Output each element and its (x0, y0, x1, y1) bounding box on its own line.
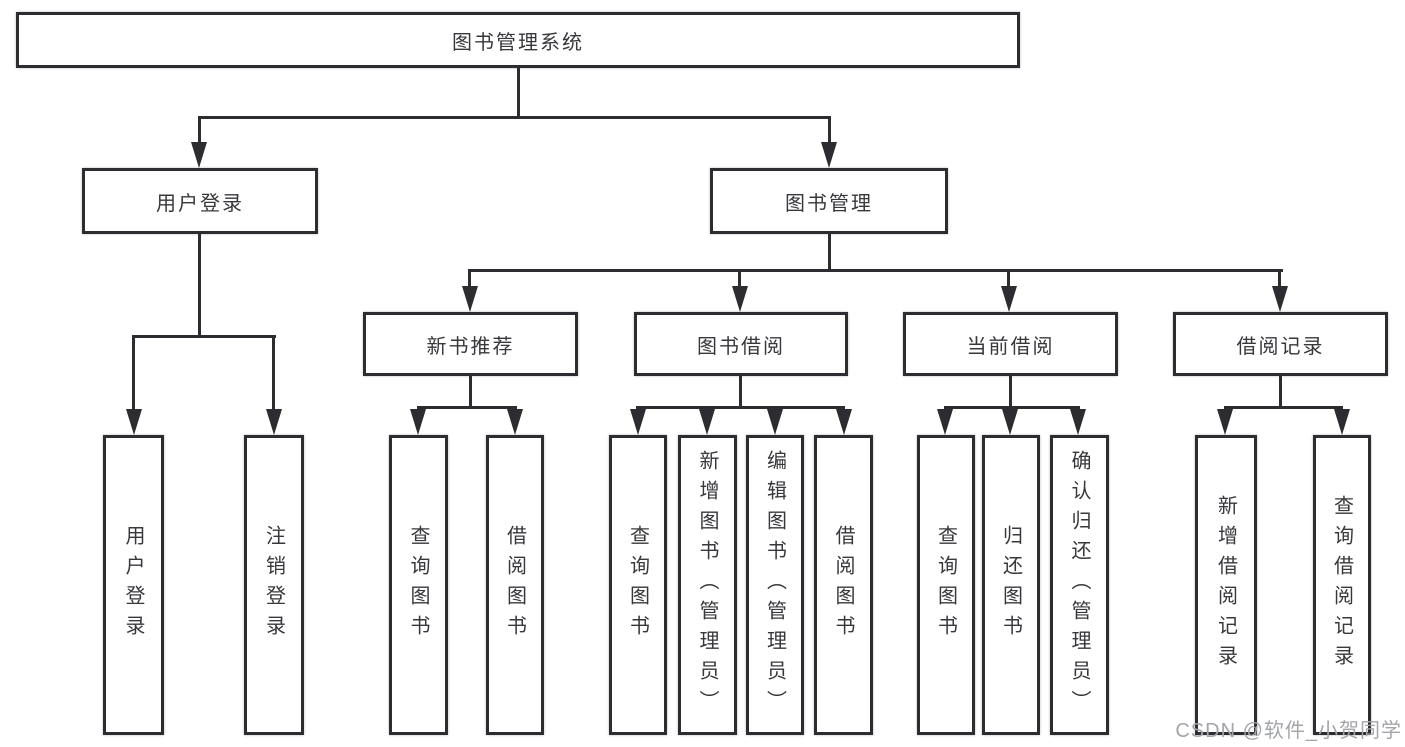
node-borrow-record-label: 借阅记录 (1236, 335, 1325, 358)
node-leaf-query-book-1-label: 查询图书 (407, 525, 429, 645)
connector-bookborrow-horizontal (636, 406, 845, 409)
arrowhead-down-icon (1272, 286, 1288, 312)
arrowhead-down-icon (630, 409, 646, 435)
arrowhead-down-icon (767, 409, 783, 435)
node-book-mgmt-label: 图书管理 (785, 192, 873, 215)
arrowhead-down-icon (507, 409, 523, 435)
node-leaf-return-book-label: 归还图书 (999, 525, 1022, 645)
node-leaf-borrow-book-2-label: 借阅图书 (832, 525, 854, 645)
connector-newbook-horizontal (417, 406, 517, 409)
node-leaf-query-borrow-record-label: 查询借阅记录 (1330, 495, 1353, 675)
node-root: 图书管理系统 (16, 12, 1020, 68)
arrowhead-down-icon (1070, 409, 1086, 435)
node-borrow-record: 借阅记录 (1173, 312, 1388, 376)
connector-userlogin-stem (198, 234, 201, 338)
node-root-label: 图书管理系统 (452, 31, 584, 54)
arrowhead-down-icon (1002, 409, 1018, 435)
node-leaf-user-login: 用户登录 (103, 435, 164, 735)
node-book-borrow: 图书借阅 (634, 312, 848, 376)
connector-drop-book-mgmt (828, 116, 831, 144)
arrowhead-down-icon (836, 409, 852, 435)
connector-drop-currentborrow (1007, 269, 1010, 288)
node-leaf-logout: 注销登录 (244, 435, 304, 735)
arrowhead-down-icon (462, 286, 478, 312)
node-leaf-query-book-1: 查询图书 (389, 435, 448, 735)
connector-drop-bookborrow (738, 269, 741, 288)
node-leaf-edit-book: 编辑图书（管理员） (746, 435, 804, 735)
connector-drop-newbook (468, 269, 471, 288)
arrowhead-down-icon (937, 409, 953, 435)
node-leaf-edit-book-label: 编辑图书（管理员） (763, 450, 786, 720)
connector-bookmgmt-stem (828, 234, 831, 272)
node-book-borrow-label: 图书借阅 (697, 335, 785, 358)
connector-drop-logout (272, 335, 275, 411)
node-leaf-query-book-2-label: 查询图书 (626, 525, 649, 645)
node-leaf-add-borrow-record: 新增借阅记录 (1195, 435, 1257, 735)
arrowhead-down-icon (1001, 286, 1017, 312)
node-leaf-borrow-book-2: 借阅图书 (814, 435, 873, 735)
arrowhead-down-icon (821, 142, 837, 168)
arrowhead-down-icon (410, 409, 426, 435)
node-leaf-query-book-3-label: 查询图书 (934, 525, 957, 645)
node-current-borrow: 当前借阅 (903, 312, 1118, 376)
node-leaf-confirm-return: 确认归还（管理员） (1050, 435, 1109, 735)
connector-userlogin-horizontal (132, 335, 276, 338)
node-leaf-confirm-return-label: 确认归还（管理员） (1068, 450, 1090, 720)
arrowhead-down-icon (1217, 409, 1233, 435)
node-new-book-label: 新书推荐 (426, 335, 515, 358)
node-leaf-user-login-label: 用户登录 (122, 525, 144, 645)
connector-newbook-stem (469, 376, 472, 409)
arrowhead-down-icon (191, 142, 207, 168)
connector-drop-borrowrecord (1278, 269, 1281, 288)
connector-drop-login (132, 335, 135, 411)
connector-bookborrow-stem (739, 376, 742, 409)
connector-currentborrow-stem (1009, 376, 1012, 409)
connector-drop-user-login (198, 116, 201, 144)
connector-root-trunk (517, 68, 520, 118)
node-leaf-borrow-book-1-label: 借阅图书 (503, 525, 526, 645)
node-new-book: 新书推荐 (363, 312, 578, 376)
connector-borrowrecord-stem (1279, 376, 1282, 409)
watermark: CSDN @软件_小贺同学 (1175, 720, 1402, 742)
arrowhead-down-icon (266, 409, 282, 435)
node-leaf-return-book: 归还图书 (982, 435, 1040, 735)
node-leaf-query-book-2: 查询图书 (609, 435, 667, 735)
connector-currentborrow-horizontal (944, 406, 1080, 409)
node-leaf-add-book: 新增图书（管理员） (678, 435, 737, 735)
node-leaf-logout-label: 注销登录 (262, 525, 285, 645)
arrowhead-down-icon (732, 286, 748, 312)
connector-borrowrecord-horizontal (1224, 406, 1343, 409)
node-leaf-query-book-3: 查询图书 (917, 435, 975, 735)
node-leaf-query-borrow-record: 查询借阅记录 (1313, 435, 1371, 735)
node-leaf-add-book-label: 新增图书（管理员） (696, 450, 718, 720)
connector-level2-horizontal (198, 116, 831, 119)
connector-level3-horizontal (469, 269, 1283, 272)
node-user-login-label: 用户登录 (156, 192, 244, 215)
node-current-borrow-label: 当前借阅 (966, 335, 1055, 358)
arrowhead-down-icon (699, 409, 715, 435)
node-book-mgmt: 图书管理 (710, 168, 948, 234)
node-leaf-add-borrow-record-label: 新增借阅记录 (1214, 495, 1237, 675)
node-leaf-borrow-book-1: 借阅图书 (486, 435, 544, 735)
arrowhead-down-icon (1334, 409, 1350, 435)
arrowhead-down-icon (126, 409, 142, 435)
node-user-login: 用户登录 (82, 168, 318, 234)
